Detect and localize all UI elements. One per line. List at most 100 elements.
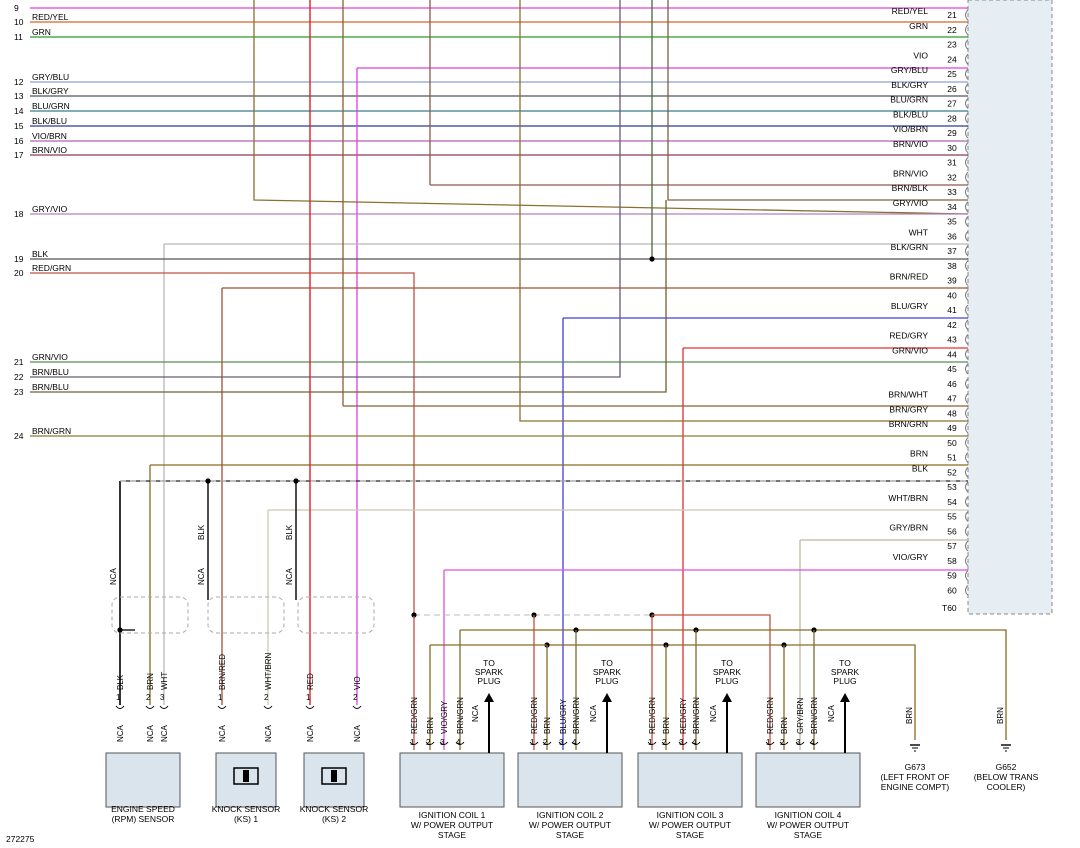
blk-label: BLK <box>197 524 206 540</box>
figure-id: 272275 <box>6 834 35 844</box>
right-pin-color: BLU/GRY <box>891 301 928 311</box>
right-pin-number: 40 <box>947 290 957 300</box>
component-pin-number: 3 <box>559 738 564 747</box>
right-pin-color: VIO <box>913 50 928 60</box>
left-pin-color: BRN/GRN <box>32 426 71 436</box>
right-pin-number: 56 <box>947 526 957 536</box>
ecm-tab <box>965 570 969 581</box>
right-pin-color: BLK <box>912 463 928 473</box>
component-name: ENGINE SPEED(RPM) SENSOR <box>111 804 175 824</box>
right-pin-number: 45 <box>947 364 957 374</box>
spark-plug-arrowhead <box>840 693 850 702</box>
wire-gry-vio-34 <box>253 0 969 215</box>
right-pin-number: 60 <box>947 585 957 595</box>
component-pin-number: 3 <box>796 738 801 747</box>
connector-mark <box>571 741 581 745</box>
component-pin-number: 4 <box>810 738 815 747</box>
connector-mark <box>455 741 465 745</box>
right-pin-number: 50 <box>947 438 957 448</box>
ecm-tab <box>965 275 969 286</box>
right-pin-color: RED/YEL <box>892 6 929 16</box>
component-pin-number: 1 <box>410 738 415 747</box>
component-pin-color: BLK <box>116 674 125 690</box>
connector-mark <box>409 741 419 745</box>
component-pin-number: 1 <box>766 738 771 747</box>
nca-label: NCA <box>306 724 315 742</box>
right-pin-color: VIO/BRN <box>893 124 928 134</box>
right-pin-number: 43 <box>947 335 957 345</box>
right-pin-number: 54 <box>947 497 957 507</box>
component-pin-color: BRN <box>543 717 552 734</box>
wire-red-grn-20 <box>30 272 415 616</box>
ecm-tab <box>965 186 969 198</box>
right-pin-number: 42 <box>947 320 957 330</box>
component-pin-color: BRN/GRN <box>456 697 465 734</box>
right-pin-labels: 21RED/YEL22GRN2324VIO25GRY/BLU26BLK/GRY2… <box>888 6 957 595</box>
ecm-tab <box>965 142 969 154</box>
right-pin-number: 59 <box>947 571 957 581</box>
right-pin-number: 35 <box>947 217 957 227</box>
ground-wire-color: BRN <box>996 707 1005 724</box>
component-pin-color: RED/GRN <box>410 697 419 734</box>
nca-label: NCA <box>218 724 227 742</box>
connector-mark <box>352 705 362 709</box>
left-pin-number: 24 <box>14 431 24 441</box>
right-pin-number: 33 <box>947 187 957 197</box>
connector-mark <box>691 741 701 745</box>
right-pin-number: 30 <box>947 143 957 153</box>
connector-mark <box>809 741 819 745</box>
right-pin-number: 28 <box>947 113 957 123</box>
ecm-tab <box>965 304 969 316</box>
right-pin-color: BLK/GRN <box>891 242 928 252</box>
ecm-tab <box>965 496 969 508</box>
right-pin-number: 51 <box>947 453 957 463</box>
right-pin-color: VIO/GRY <box>893 552 929 562</box>
right-pin-color: BRN/WHT <box>888 390 928 400</box>
component-pin-color: RED/GRN <box>766 697 775 734</box>
left-pin-number: 19 <box>14 254 24 264</box>
left-pin-color: RED/YEL <box>32 12 69 22</box>
component-pin-number: 2 <box>543 738 548 747</box>
right-pin-color: GRY/BRN <box>889 522 928 532</box>
connector-mark <box>647 741 657 745</box>
ecm-tab <box>965 112 969 124</box>
ecm-tab <box>965 319 969 331</box>
left-pin-number: 14 <box>14 106 24 116</box>
left-pin-number: 10 <box>14 17 24 27</box>
ecm-tab <box>965 83 969 95</box>
right-pin-color: BRN/BLK <box>892 183 929 193</box>
component-pin-color: BRN <box>780 717 789 734</box>
knock-sensor-element <box>331 770 337 782</box>
ecm-tab <box>965 407 969 419</box>
knock-sensor-element <box>243 770 249 782</box>
left-pin-number: 16 <box>14 136 24 146</box>
ecm-tab <box>965 481 969 493</box>
knock-sensor-symbol <box>321 767 347 785</box>
left-pin-color: BRN/BLU <box>32 367 69 377</box>
ecm-tab <box>965 348 969 360</box>
right-pin-number: 39 <box>947 276 957 286</box>
left-pin-color: BRN/VIO <box>32 145 67 155</box>
connector-mark <box>795 741 805 745</box>
right-pin-number: 57 <box>947 541 957 551</box>
ecm-connector-tabs <box>965 9 969 596</box>
ecm-tab <box>965 452 969 463</box>
right-pin-color: BLK/BLU <box>893 109 928 119</box>
right-pin-color: BRN/GRN <box>889 419 928 429</box>
component-box <box>517 752 623 808</box>
ecm-connector-block <box>967 0 1053 615</box>
connector-mark <box>425 741 435 745</box>
spark-plug-arrowhead <box>602 693 612 702</box>
left-pin-number: 13 <box>14 91 24 101</box>
right-pin-number: 37 <box>947 246 957 256</box>
nca-label: NCA <box>146 724 155 742</box>
